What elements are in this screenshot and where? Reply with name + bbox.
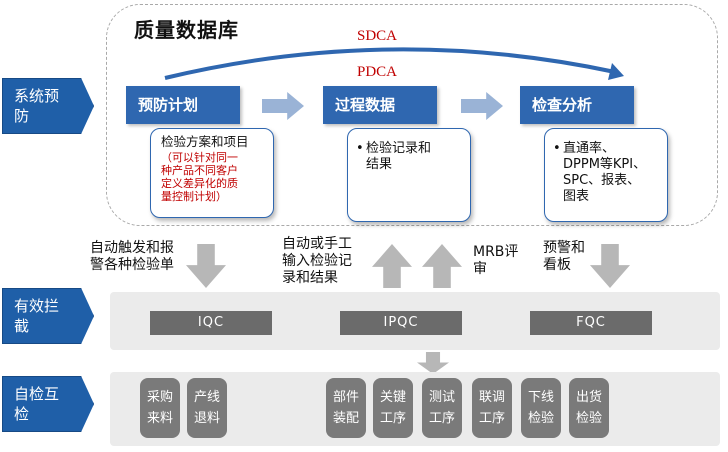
- tile-line: 来料: [146, 411, 173, 426]
- note-line: 看板: [543, 257, 571, 273]
- row-label-line: 有效拦: [14, 297, 60, 315]
- stage-check-analysis: 检查分析: [520, 86, 634, 124]
- card-note-line: 量控制计划）: [161, 190, 227, 203]
- pdca-label: PDCA: [357, 64, 398, 80]
- note-line: 审: [473, 261, 487, 277]
- card-process-data: •检验记录和 结果: [347, 128, 471, 222]
- card-main-text: 检验方案和项目: [161, 134, 249, 149]
- row-label-line: 系统预: [14, 87, 60, 105]
- note-line: 输入检验记: [282, 253, 352, 269]
- tile-line: 检验: [527, 411, 554, 426]
- qc-box-iqc: IQC: [150, 311, 272, 335]
- card-note: （可以针对同一 种产品不同客户 定义差异化的质 量控制计划）: [161, 151, 269, 203]
- tile-test-process: 测试 工序: [422, 378, 462, 438]
- card-note-line: 定义差异化的质: [161, 177, 238, 190]
- card-line-text: 检验记录和: [366, 141, 432, 156]
- tile-line: 检验: [575, 411, 602, 426]
- note-mrb: MRB评 审: [473, 244, 518, 278]
- note-auto-trigger: 自动触发和报 警各种检验单: [90, 240, 174, 274]
- stage-prevention-plan: 预防计划: [126, 86, 240, 124]
- tile-line: 关键: [379, 390, 406, 405]
- cycle-arrowhead: [608, 63, 624, 80]
- tile-part-assembly: 部件 装配: [326, 378, 366, 438]
- sdca-label: SDCA: [357, 28, 398, 44]
- note-line: 警各种检验单: [90, 257, 174, 273]
- bullet-icon: •: [356, 141, 364, 156]
- qc-box-ipqc: IPQC: [340, 311, 462, 335]
- tile-line-return: 产线 退料: [187, 378, 227, 438]
- note-line: 录和结果: [282, 270, 338, 286]
- tile-line: 装配: [332, 411, 359, 426]
- tile-key-process: 关键 工序: [373, 378, 413, 438]
- tile-line: 下线: [527, 390, 554, 405]
- card-note-line: 种产品不同客户: [161, 164, 238, 177]
- card-note-line: （可以针对同一: [161, 151, 238, 164]
- row-label-line: 防: [14, 107, 30, 125]
- card-line: 结果: [366, 157, 393, 172]
- tile-line: 退料: [193, 411, 220, 426]
- cycle-arc: [164, 47, 616, 80]
- card-line: •检验记录和: [356, 141, 464, 157]
- card-line: 图表: [563, 189, 590, 204]
- row-label-line: 截: [14, 317, 30, 335]
- tile-line: 测试: [428, 390, 455, 405]
- note-line: 自动或手工: [282, 236, 352, 252]
- stage-process-data: 过程数据: [323, 86, 437, 124]
- note-auto-input: 自动或手工 输入检验记 录和结果: [282, 236, 352, 287]
- row-label-line: 自检互: [14, 385, 60, 403]
- note-line: 自动触发和报: [90, 240, 174, 256]
- card-line: DPPM等KPI、: [563, 157, 647, 172]
- tile-line: 出货: [575, 390, 602, 405]
- row-label-line: 检: [14, 405, 30, 423]
- database-title: 质量数据库: [134, 18, 239, 42]
- tile-integration-process: 联调 工序: [472, 378, 512, 438]
- card-line: SPC、报表、: [563, 173, 641, 188]
- tile-line: 工序: [428, 411, 455, 426]
- card-check-analysis: •直通率、 DPPM等KPI、 SPC、报表、 图表: [544, 128, 668, 222]
- tile-line: 采购: [146, 390, 173, 405]
- quality-database-frame: [106, 4, 718, 226]
- qc-box-fqc: FQC: [530, 311, 652, 335]
- card-prevention-plan: 检验方案和项目 （可以针对同一 种产品不同客户 定义差异化的质 量控制计划）: [150, 128, 274, 218]
- card-line: •直通率、: [553, 141, 661, 157]
- row-label-prevention: 系统预 防: [2, 78, 94, 134]
- tile-line: 工序: [478, 411, 505, 426]
- note-warning: 预警和 看板: [543, 240, 585, 274]
- note-line: MRB评: [473, 244, 519, 260]
- tile-offline-inspection: 下线 检验: [521, 378, 561, 438]
- tile-shipment-inspection: 出货 检验: [569, 378, 609, 438]
- note-line: 预警和: [543, 240, 585, 256]
- tile-line: 联调: [478, 390, 505, 405]
- card-line-text: 直通率、: [563, 141, 616, 156]
- tile-purchase-incoming: 采购 来料: [140, 378, 180, 438]
- tile-line: 产线: [193, 390, 220, 405]
- row-label-selfcheck: 自检互 检: [2, 376, 94, 432]
- row-label-intercept: 有效拦 截: [2, 288, 94, 344]
- tile-line: 工序: [379, 411, 406, 426]
- tile-line: 部件: [332, 390, 359, 405]
- bullet-icon: •: [553, 141, 561, 156]
